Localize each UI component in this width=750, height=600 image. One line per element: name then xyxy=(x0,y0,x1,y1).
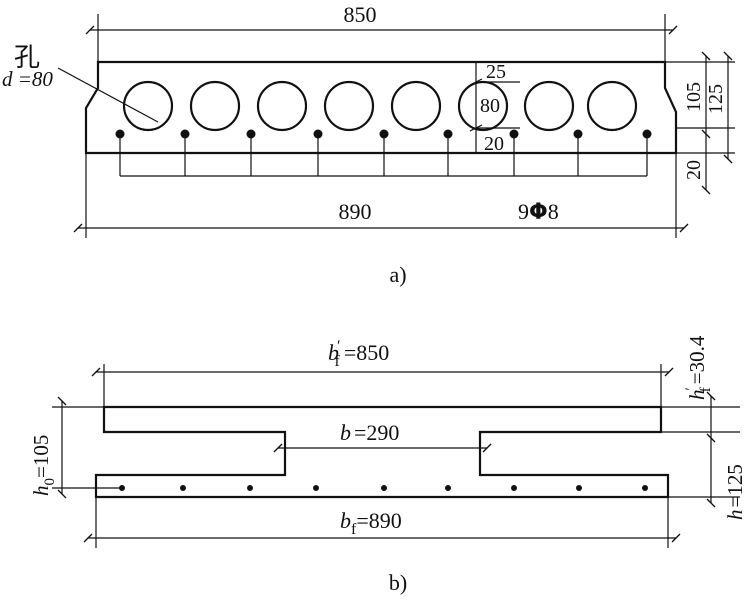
rebar-b-5 xyxy=(381,485,387,491)
dim-hf-prime: h′f=30.4 xyxy=(683,335,714,400)
rebar-b-8 xyxy=(576,485,582,491)
hole-2 xyxy=(189,80,241,132)
figure-b: b′f=850 b=290 bf=890 h0=105 h′f=30.4 xyxy=(29,335,747,595)
dim-bf: bf=890 xyxy=(340,508,402,538)
rebars-b xyxy=(119,485,648,491)
hole-8 xyxy=(586,80,638,132)
figure-a: 850 孔 d =80 25 80 20 105 125 20 890 9Φ8 … xyxy=(2,2,735,287)
hole-label: 孔 xyxy=(14,43,40,72)
dim-inner-80: 80 xyxy=(480,95,500,117)
dim-right-20: 20 xyxy=(683,160,705,180)
dim-web: b=290 xyxy=(340,420,399,445)
dim-h0: h0=105 xyxy=(29,435,58,496)
hole-leader-line xyxy=(57,67,159,123)
hole-1 xyxy=(122,80,174,132)
dim-right-105: 105 xyxy=(683,82,705,112)
caption-a: a) xyxy=(389,262,406,287)
hole-4 xyxy=(323,80,375,132)
dim-h: h=125 xyxy=(723,464,747,520)
holes xyxy=(122,80,638,132)
dim-inner-20: 20 xyxy=(484,133,504,155)
rebar-b-6 xyxy=(445,485,451,491)
hole-diameter: d =80 xyxy=(2,67,53,91)
rebar-b-4 xyxy=(313,485,319,491)
rebar-b-2 xyxy=(180,485,186,491)
hole-7 xyxy=(523,80,575,132)
rebar-spec: 9Φ8 xyxy=(518,199,559,225)
dim-bottom-width: 890 xyxy=(339,199,372,224)
rebars xyxy=(115,129,652,176)
dim-top-width: 850 xyxy=(344,2,377,27)
rebar-b-7 xyxy=(511,485,517,491)
caption-b: b) xyxy=(389,570,407,595)
hole-5 xyxy=(390,80,442,132)
hole-3 xyxy=(256,80,308,132)
dim-bf-prime: b′f=850 xyxy=(328,338,389,370)
dim-right-125: 125 xyxy=(705,84,727,114)
rebar-b-3 xyxy=(247,485,253,491)
rebar-b-9 xyxy=(642,485,648,491)
dim-inner-25: 25 xyxy=(486,61,506,83)
